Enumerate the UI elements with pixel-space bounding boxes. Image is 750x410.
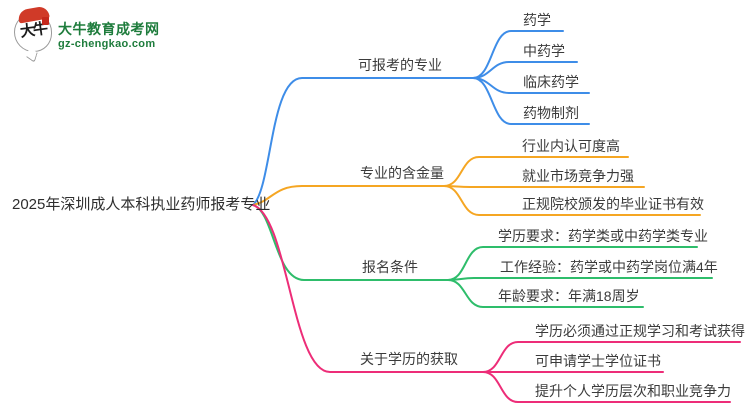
leaf-label: 行业内认可度高 — [522, 138, 620, 154]
branch-2-leaf-2-line — [447, 279, 644, 308]
leaf-label: 学历必须通过正规学习和考试获得 — [535, 323, 745, 339]
branch-0-leaf-0-line — [472, 30, 564, 79]
leaf-label: 就业市场竞争力强 — [522, 168, 634, 184]
leaf-label: 工作经验：药学或中药学岗位满4年 — [500, 259, 718, 275]
branch-1-leaf-2-line — [443, 185, 701, 216]
branch-0-leaf-3-line — [472, 77, 590, 125]
central-topic: 2025年深圳成人本科执业药师报考专业 — [12, 196, 271, 213]
branch-label-degree: 关于学历的获取 — [360, 351, 458, 367]
site-logo: 大牛 大牛教育成考网 gz-chengkao.com — [14, 5, 164, 63]
branch-0-leaf-1-line — [472, 61, 578, 79]
leaf-label: 药学 — [523, 12, 551, 28]
branch-2-leaf-1-line — [447, 277, 713, 281]
branch-0-trunk-line — [252, 77, 474, 206]
leaf-label: 正规院校颁发的毕业证书有效 — [522, 196, 704, 212]
branch-3-trunk-line — [252, 204, 484, 373]
branch-label-requirements: 报名条件 — [362, 259, 418, 275]
leaf-label: 年龄要求：年满18周岁 — [498, 288, 640, 304]
branch-1-leaf-1-line — [443, 185, 645, 188]
branch-label-majors: 可报考的专业 — [358, 57, 442, 73]
branch-1-leaf-0-line — [443, 156, 629, 187]
site-name: 大牛教育成考网 — [58, 21, 160, 37]
branch-1-trunk-line — [252, 185, 445, 206]
branch-2-trunk-line — [252, 204, 449, 281]
red-seal-icon — [42, 17, 49, 25]
site-domain: gz-chengkao.com — [58, 38, 156, 50]
logo-bubble-icon: 大牛 — [14, 5, 54, 63]
leaf-label: 药物制剂 — [523, 105, 579, 121]
branch-label-value: 专业的含金量 — [360, 165, 444, 181]
leaf-label: 提升个人学历层次和职业竞争力 — [535, 383, 731, 399]
leaf-label: 可申请学士学位证书 — [535, 353, 661, 369]
leaf-label: 中药学 — [523, 43, 565, 59]
leaf-label: 临床药学 — [523, 74, 579, 90]
branch-3-leaf-2-line — [482, 371, 731, 403]
branch-3-leaf-0-line — [482, 341, 741, 373]
leaf-label: 学历要求：药学类或中药学类专业 — [498, 228, 708, 244]
